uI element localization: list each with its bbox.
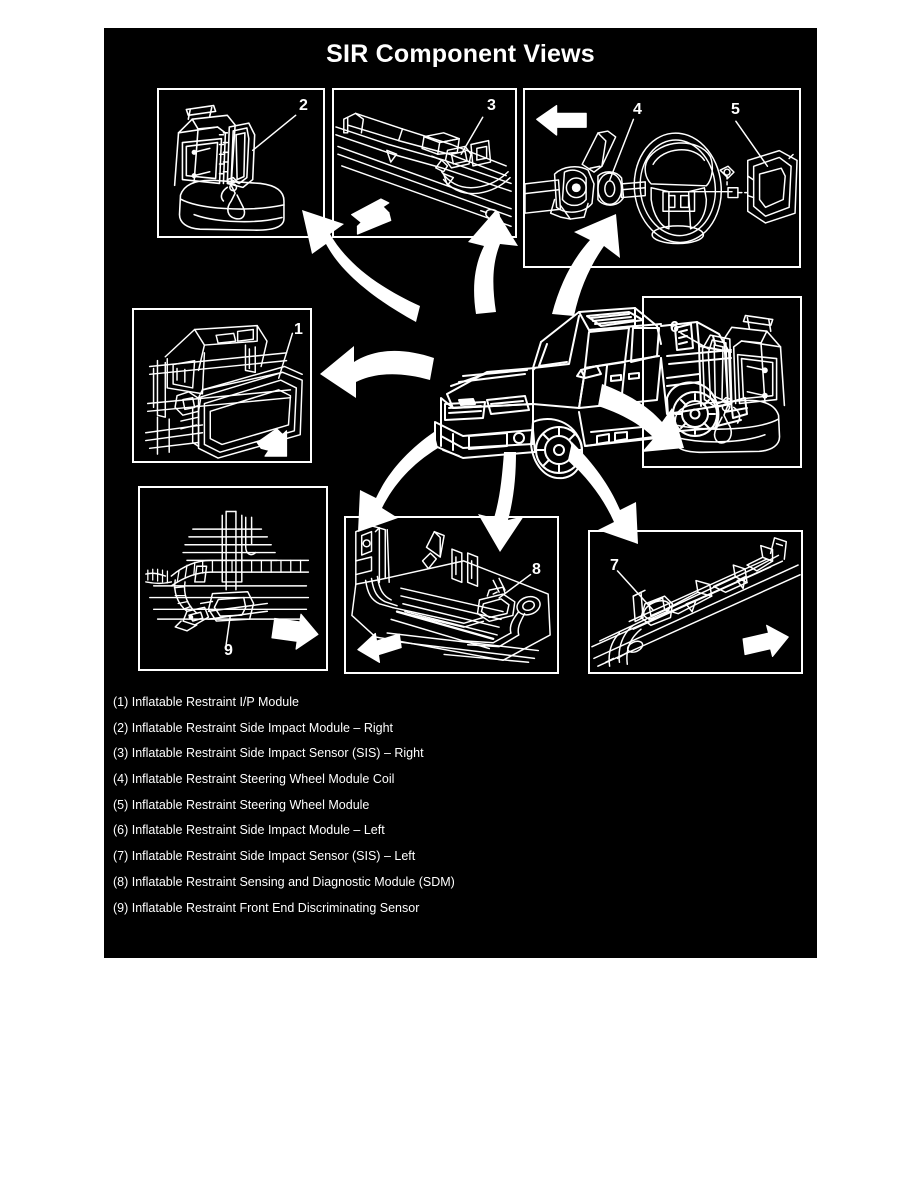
legend-item: (8) Inflatable Restraint Sensing and Dia… — [113, 874, 455, 889]
callout-number-8: 8 — [532, 561, 541, 578]
panel-side-impact-sensor-left: 7 — [588, 530, 803, 674]
panel-sdm-module: 8 — [344, 516, 559, 674]
legend-item: (2) Inflatable Restraint Side Impact Mod… — [113, 720, 393, 735]
panel-ip-module: 1 — [132, 308, 312, 463]
callout-number-7: 7 — [610, 557, 619, 574]
callout-number-5: 5 — [731, 101, 740, 118]
callout-number-3: 3 — [487, 97, 496, 114]
page-title: SIR Component Views — [326, 40, 595, 68]
panel-side-impact-sensor-right: 3 — [332, 88, 517, 238]
panel-side-impact-module-right: 2 — [157, 88, 325, 238]
callout-number-2: 2 — [299, 97, 308, 114]
callout-number-4: 4 — [633, 101, 642, 118]
legend-list: (1) Inflatable Restraint I/P Module (2) … — [113, 696, 803, 927]
callout-number-9: 9 — [224, 642, 233, 659]
panel-front-end-sensor: 9 — [138, 486, 328, 671]
legend-item: (3) Inflatable Restraint Side Impact Sen… — [113, 746, 424, 761]
center-truck-illustration — [429, 286, 759, 516]
legend-item: (4) Inflatable Restraint Steering Wheel … — [113, 772, 395, 787]
legend-item: (9) Inflatable Restraint Front End Discr… — [113, 900, 420, 915]
panel-steering-wheel-module: 4 5 — [523, 88, 801, 268]
diagram-canvas: SIR Component Views — [104, 28, 817, 958]
callout-number-1: 1 — [294, 321, 303, 338]
legend-item: (1) Inflatable Restraint I/P Module — [113, 695, 299, 709]
legend-item: (5) Inflatable Restraint Steering Wheel … — [113, 797, 370, 812]
legend-item: (7) Inflatable Restraint Side Impact Sen… — [113, 849, 416, 864]
legend-item: (6) Inflatable Restraint Side Impact Mod… — [113, 823, 385, 838]
